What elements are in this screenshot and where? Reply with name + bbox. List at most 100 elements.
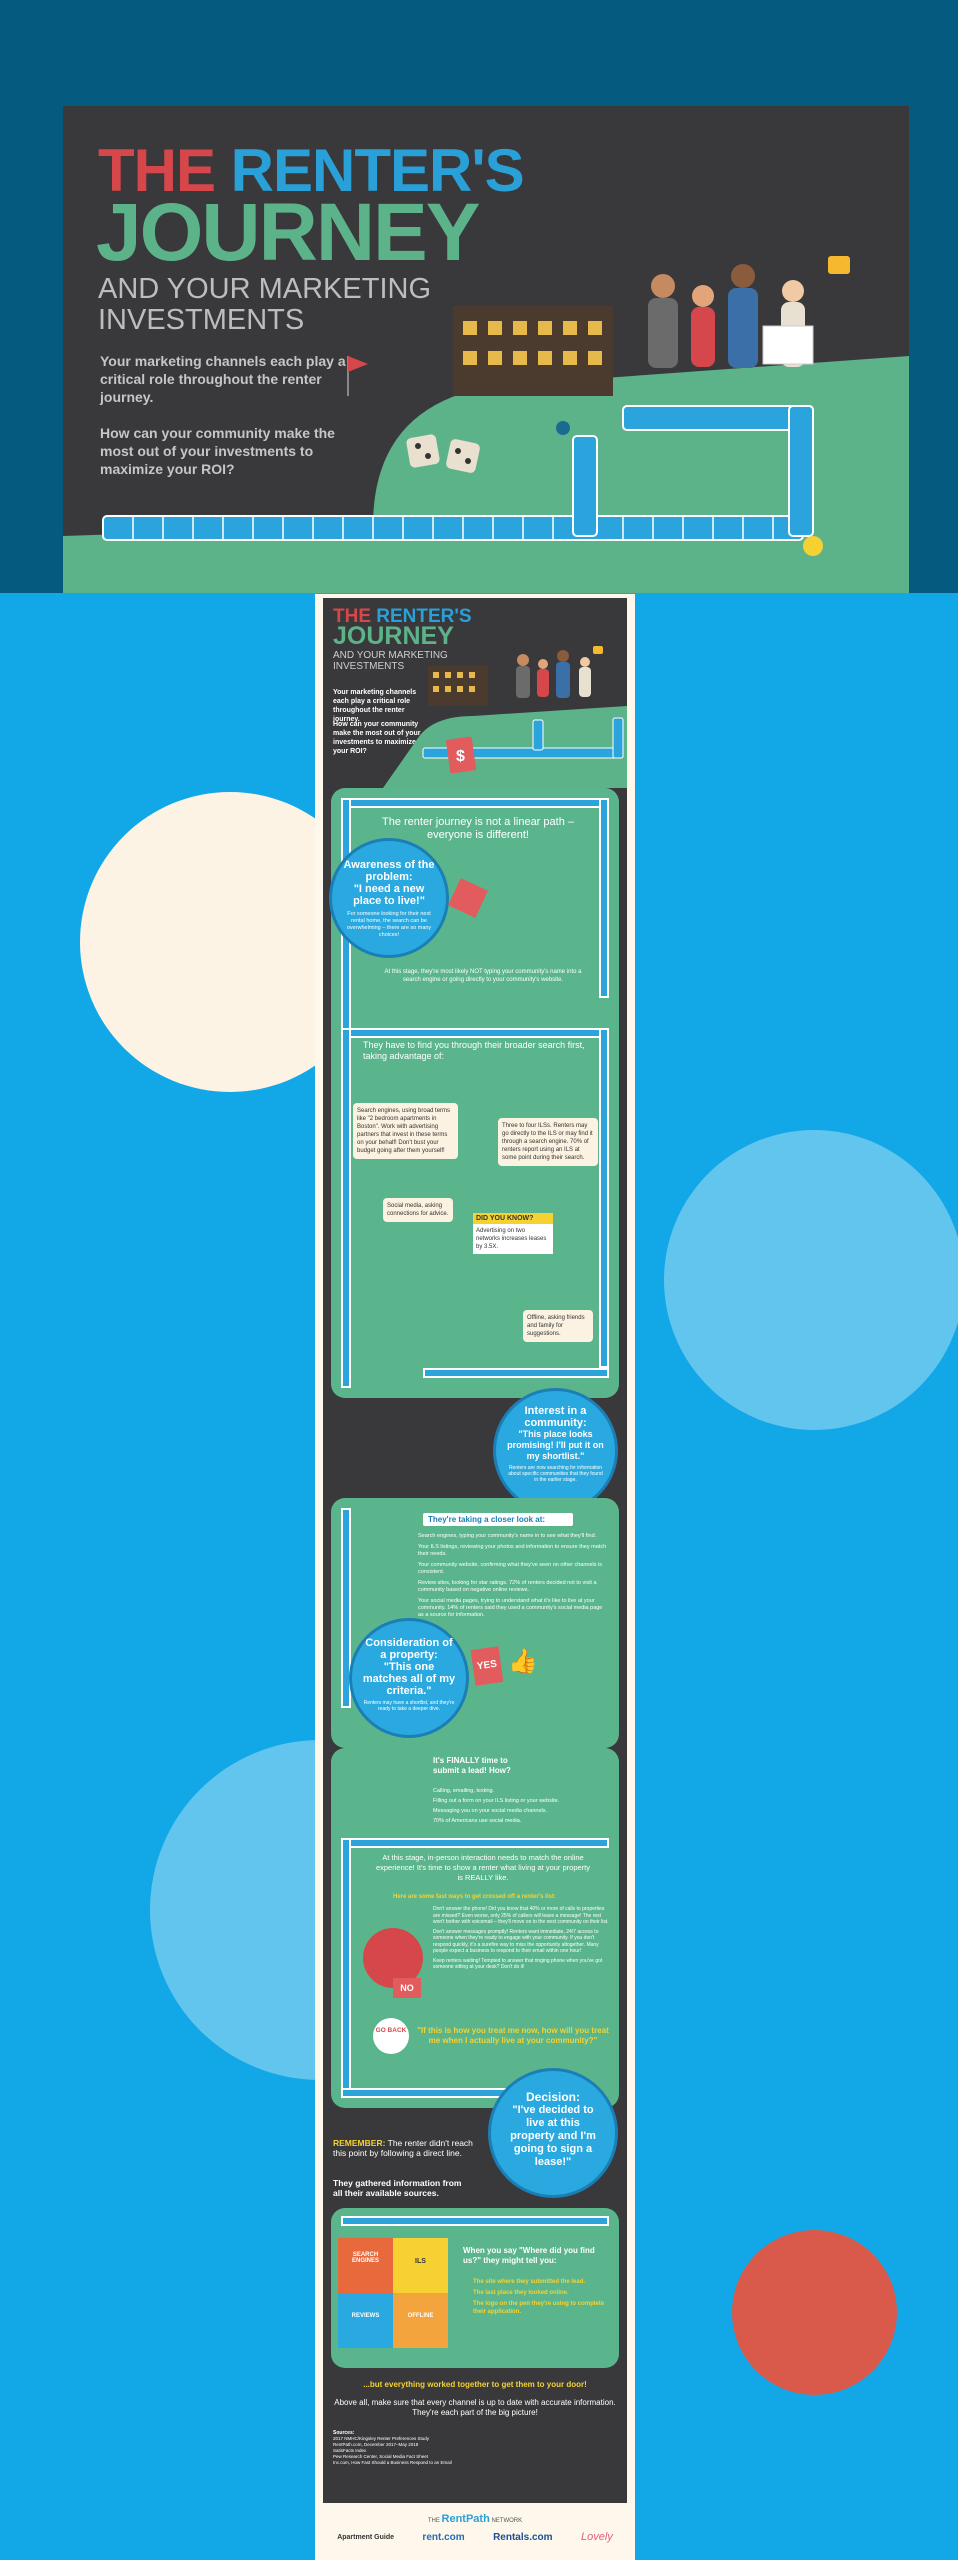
note-social-media: Social media, asking connections for adv… [383,1198,453,1222]
rentpath-logo: RentPath [441,2513,490,2525]
thumbs-up-icon: 👍 [508,1648,538,1675]
puzzle-piece: SEARCH ENGINES [338,2238,393,2293]
where-find-item: The logo on the pen they're using to com… [473,2301,605,2315]
poster-title-renters: RENTER'S [376,606,472,627]
hero-illustration [63,256,909,593]
closer-look-list: Search engines, typing your community's … [418,1533,608,1623]
decorative-circle [732,2230,897,2395]
everything-text: ...but everything worked together to get… [363,2380,587,2389]
decision-quote: "I've decided to live at this property a… [510,2104,596,2168]
hero-body-1: Your marketing channels each play a crit… [100,353,346,405]
hero-body-2: How can your community make the most out… [100,425,335,477]
board-path [341,1838,351,2098]
awareness-circle: Awareness of the problem: "I need a new … [329,838,449,958]
closer-look-item: Search engines, typing your community's … [418,1533,597,1539]
fast-ways-heading: Here are some fast ways to get crossed o… [393,1894,556,1900]
source-item: 2017 NMHC/Kingsley Renter Preferences St… [333,2436,430,2441]
remember-block: REMEMBER: The renter didn't reach this p… [333,2138,473,2158]
board-path [341,1508,351,1708]
interest-quote: "This place looks promising! I'll put it… [507,1429,604,1461]
poster-subtitle: AND YOUR MARKETING INVESTMENTS [333,650,448,672]
network-label: THE RentPath NETWORK [323,2513,627,2525]
finally-item: Messaging you on your social media chann… [433,1808,548,1814]
game-piece-icon [803,536,823,556]
finally-text: It's FINALLY time to submit a lead! How? [433,1756,511,1775]
poster-intro-1: Your marketing channels each play a crit… [333,689,417,723]
people-illustration [648,256,850,368]
puzzle-piece: REVIEWS [338,2293,393,2348]
closer-look-item: Your community website, confirming what … [418,1562,602,1575]
poster-intro-2: How can your community make the most out… [333,721,421,755]
board-path [102,405,814,541]
closer-look-search-bar: They're taking a closer look at: [423,1513,573,1526]
note-search-engines: Search engines, using broad terms like "… [353,1103,458,1159]
closer-look-item: Your social media pages, trying to under… [418,1598,603,1618]
board-path [341,2216,609,2226]
go-back-sign: GO BACK [373,2018,409,2054]
infographic-poster: THE RENTER'S JOURNEY AND YOUR MARKETING … [315,594,635,2560]
svg-text:$: $ [456,748,465,765]
apartment-building [453,306,613,396]
yes-card: YES [470,1646,504,1686]
poster-title-line1: THE RENTER'S [333,606,472,628]
network-pre: THE [427,2518,440,2524]
hero-subtitle: AND YOUR MARKETING INVESTMENTS [98,273,432,336]
decision-circle: Decision: "I've decided to live at this … [488,2068,618,2198]
finally-list: Calling, emailing, texting. Filling out … [433,1788,613,1828]
source-item: Pew Research Center, Social Media Fact S… [333,2454,429,2459]
interest-circle: Interest in a community: "This place loo… [493,1388,618,1513]
where-find-item: The site where they submitted the lead. [473,2279,586,2285]
awareness-heading: Awareness of the problem: [343,859,435,883]
did-you-know-body: Advertising on two networks increases le… [473,1224,553,1254]
rentals-com-logo[interactable]: Rentals.com [493,2531,553,2543]
board-path [599,1028,609,1368]
apartment-guide-logo[interactable]: Apartment Guide [337,2533,394,2541]
rent-com-logo[interactable]: rent.com [422,2531,465,2543]
interest-body: Renters are now searching for informatio… [508,1465,603,1483]
hero-title-renters: RENTER'S [230,137,525,204]
sources-label: Sources: [333,2430,355,2436]
sources: Sources: 2017 NMHC/Kingsley Renter Prefe… [333,2430,617,2466]
where-find-item: The last place they looked online. [473,2290,569,2296]
source-item: RentPath.com, December 2017–May 2018 [333,2442,419,2447]
hero-title-line1: THE RENTER'S [98,136,525,205]
did-you-know: DID YOU KNOW? Advertising on two network… [473,1213,553,1254]
header-illustration: $ [383,646,627,788]
note-ils: Three to four ILSs. Renters may go direc… [498,1118,598,1166]
footer-logos: THE RentPath NETWORK Apartment Guide ren… [323,2507,627,2557]
did-you-know-label: DID YOU KNOW? [473,1213,553,1224]
finally-item: Calling, emailing, texting. [433,1788,495,1794]
board-path [423,1368,609,1378]
where-find-list: The site where they submitted the lead. … [473,2278,613,2319]
puzzle-piece: ILS [393,2238,448,2293]
above-all-text: Above all, make sure that every channel … [334,2398,616,2417]
board-path [599,798,609,998]
flag-icon [347,356,368,396]
fast-ways-item: Don't answer the phone! Did you know tha… [433,1906,609,1925]
source-item: Inc.com, How Fast Should a Business Resp… [333,2460,452,2465]
in-person-text: At this stage, in-person interaction nee… [375,1853,591,1882]
closer-look-item: Your ILS listings, reviewing your photos… [418,1544,607,1557]
lovely-logo[interactable]: Lovely [580,2531,613,2543]
no-card: NO [393,1978,421,1998]
source-item: SatisFacts Index [333,2448,367,2453]
broader-search: They have to find you through their broa… [363,1040,585,1061]
fast-ways-item: Keep renters waiting! Tempted to answer … [433,1957,603,1971]
puzzle-piece: OFFLINE [393,2293,448,2348]
consideration-circle: Consideration of a property: "This one m… [349,1618,469,1738]
board-path [341,1838,609,1848]
poster-title-journey: JOURNEY [333,622,454,650]
consideration-body: Renters may have a shortlist, and they'r… [363,1700,455,1712]
interest-heading: Interest in a community: [524,1405,587,1429]
closer-look-item: Review sites, looking for star ratings. … [418,1580,597,1593]
board-path [341,798,609,808]
puzzle-illustration: SEARCH ENGINES ILS REVIEWS OFFLINE [338,2238,448,2348]
consideration-quote: "This one matches all of my criteria." [362,1661,456,1697]
board-path [341,1028,609,1038]
game-piece-icon [556,421,570,435]
not-linear-text: The renter journey is not a linear path … [381,816,574,841]
awareness-quote: "I need a new place to live!" [353,883,425,907]
hero-title-the: THE [98,137,216,204]
hero-title-journey: JOURNEY [96,187,480,278]
gathered-text: They gathered information from all their… [333,2178,462,2198]
